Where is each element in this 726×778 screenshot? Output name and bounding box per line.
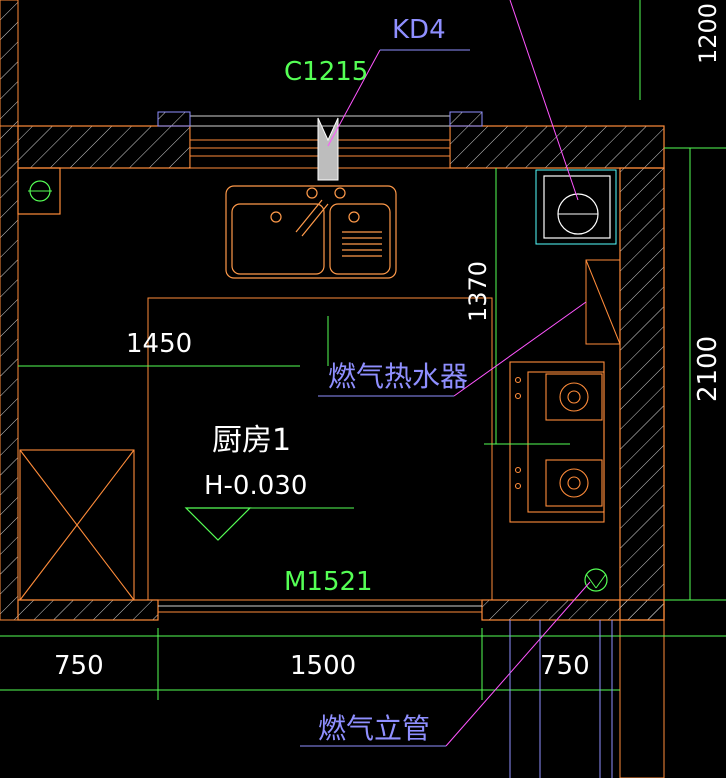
walls	[0, 0, 665, 778]
room-elevation: H-0.030	[204, 471, 307, 501]
gas-riser-icon	[584, 568, 608, 592]
dim-bottom-left: 750	[54, 651, 104, 681]
dim-top-right: 1200	[694, 3, 722, 64]
opening-tag: KD4	[392, 15, 446, 45]
bottom-wall-left	[17, 599, 159, 621]
right-corridor-wall	[619, 619, 665, 778]
range-hood-icon	[535, 169, 617, 245]
top-wall-left	[17, 125, 191, 169]
dim-right-side: 2100	[693, 336, 723, 402]
door-tag: M1521	[284, 567, 373, 597]
dim-left-horizontal: 1450	[126, 329, 192, 359]
dim-bottom-right: 750	[540, 651, 590, 681]
pipe-column	[17, 167, 61, 215]
exhaust-flue-icon	[317, 117, 339, 181]
refrigerator-icon	[19, 449, 135, 601]
top-wall-right	[449, 125, 665, 169]
water-heater-label: 燃气热水器	[328, 360, 468, 393]
leader-lines	[300, 0, 591, 747]
elevation-marker-icon	[184, 507, 354, 541]
dimension-lines	[0, 0, 726, 700]
dim-bottom-center: 1500	[290, 651, 356, 681]
gas-stove-icon	[509, 361, 605, 523]
text-labels: 厨房1 H-0.030 M1521 C1215 KD4 燃气热水器 燃气立管 7…	[54, 3, 723, 745]
window-tag: C1215	[284, 57, 368, 87]
corridor-lines	[509, 620, 613, 778]
water-heater-icon	[585, 259, 621, 345]
window-blocker-right	[449, 111, 483, 127]
bottom-wall-right	[481, 599, 665, 621]
gas-riser-label: 燃气立管	[318, 712, 430, 745]
right-wall	[619, 167, 665, 621]
double-sink-icon	[225, 185, 397, 279]
room-title: 厨房1	[212, 423, 291, 458]
left-wall-upper	[0, 0, 19, 127]
left-wall	[0, 125, 19, 621]
door-opening	[157, 599, 483, 613]
window-blocker-left	[157, 111, 191, 127]
dim-vertical-inner: 1370	[464, 261, 492, 322]
